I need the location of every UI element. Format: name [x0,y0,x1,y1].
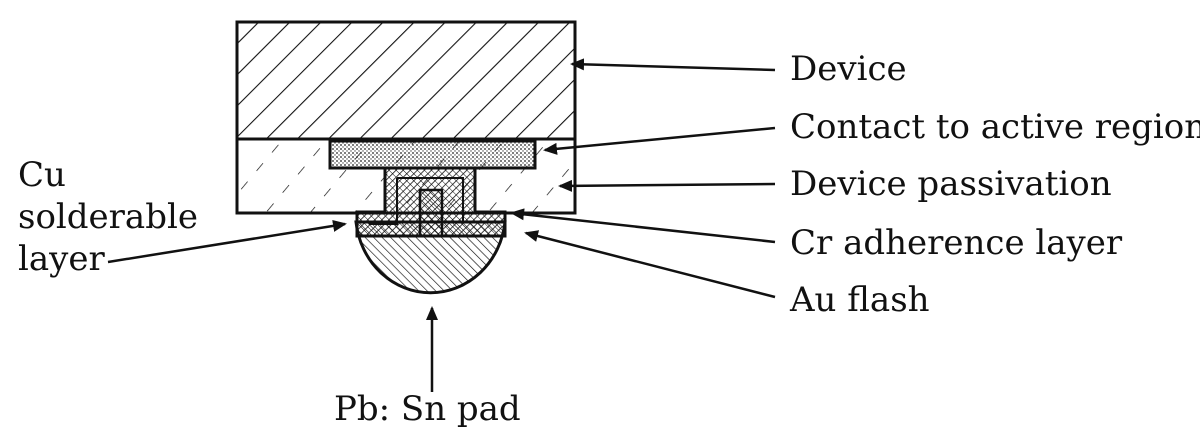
device-block [235,20,577,141]
arrow-contact [543,126,776,155]
arrow-au-flash [524,230,776,299]
label-passivation: Device passivation [790,164,1112,204]
label-contact: Contact to active region [790,107,1200,147]
arrow-cr-layer [510,208,776,244]
label-cr-layer: Cr adherence layer [790,223,1123,263]
contact-region [328,139,537,170]
label-cu-line2: solderable [18,197,198,237]
solder-core [418,188,444,238]
arrow-device [570,58,776,72]
label-pad: Pb: Sn pad [334,389,521,429]
label-device: Device [790,49,907,89]
solder-ball [354,220,507,295]
arrow-passivation [558,179,776,192]
arrow-cu-layer [107,219,347,264]
label-cu-line3: layer [18,239,105,279]
label-cu-line1: Cu [18,155,66,195]
label-au-flash: Au flash [789,280,930,320]
metallization-inner-outline [369,177,493,225]
